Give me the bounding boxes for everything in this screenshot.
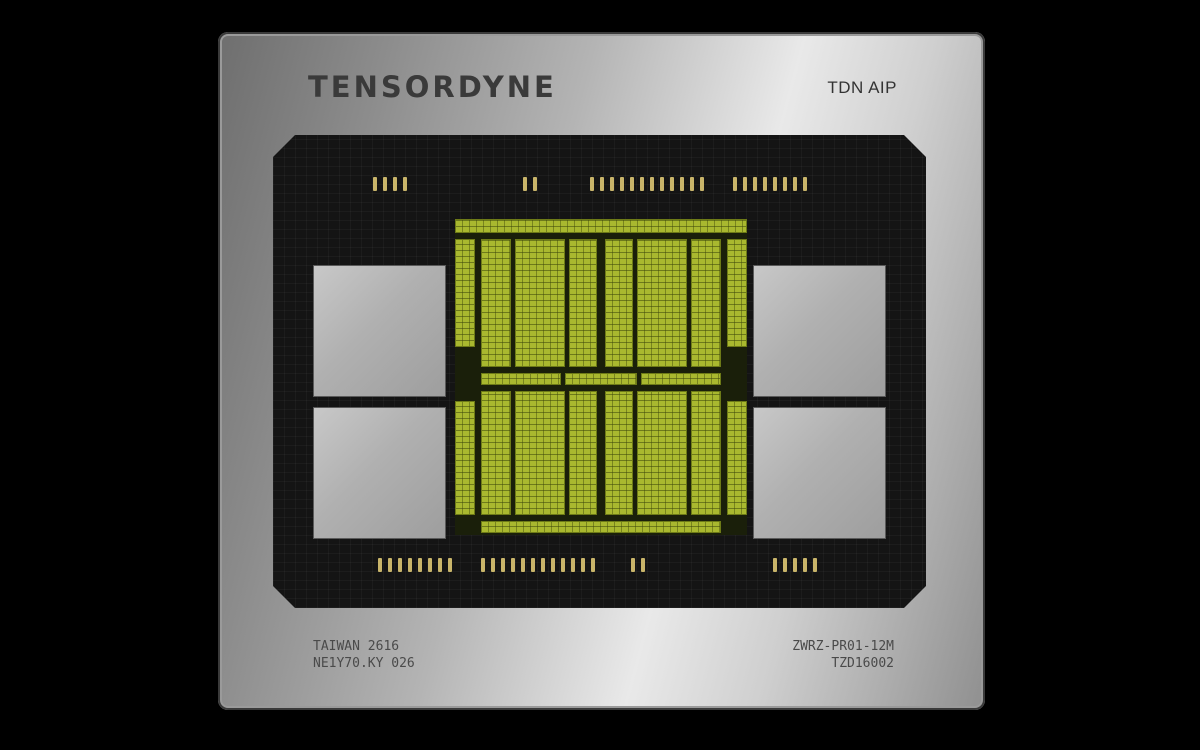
die-block [515, 391, 565, 515]
die-block [637, 239, 687, 367]
die-block [637, 391, 687, 515]
die-block [481, 239, 511, 367]
pad-row [773, 558, 817, 572]
marking-line: ZWRZ-PR01-12M [792, 639, 894, 654]
marking-line: TZD16002 [831, 656, 894, 671]
pad-row [631, 558, 645, 572]
die-block [569, 239, 597, 367]
processor-package: TENSORDYNE TDN AIP [218, 32, 985, 710]
die-block [569, 391, 597, 515]
hbm-stack [754, 266, 885, 396]
die-block [565, 373, 637, 385]
gpu-die [455, 219, 747, 535]
die-block [691, 239, 721, 367]
hbm-stack [754, 408, 885, 538]
pad-row [373, 177, 407, 191]
die-block [727, 401, 747, 515]
marking-line: TAIWAN 2616 [313, 639, 400, 654]
marking-right: ZWRZ-PR01-12M TZD16002 [792, 638, 894, 672]
pad-row [378, 558, 452, 572]
die-block [641, 373, 721, 385]
pad-row [590, 177, 704, 191]
die-block [727, 239, 747, 347]
die-block [455, 219, 747, 233]
die-block [605, 239, 633, 367]
die-block [691, 391, 721, 515]
model-label: TDN AIP [827, 78, 897, 97]
hbm-stack [314, 408, 445, 538]
die-block [481, 391, 511, 515]
pad-row [523, 177, 537, 191]
hbm-stack [314, 266, 445, 396]
interposer [273, 135, 926, 608]
marking-line: NE1Y70.KY 026 [313, 656, 415, 671]
die-block [481, 373, 561, 385]
die-block [481, 521, 721, 533]
die-block [515, 239, 565, 367]
pad-row [733, 177, 807, 191]
pad-row [481, 558, 595, 572]
brand-logo-text: TENSORDYNE [308, 70, 557, 104]
die-block [455, 239, 475, 347]
die-block [605, 391, 633, 515]
die-block [455, 401, 475, 515]
